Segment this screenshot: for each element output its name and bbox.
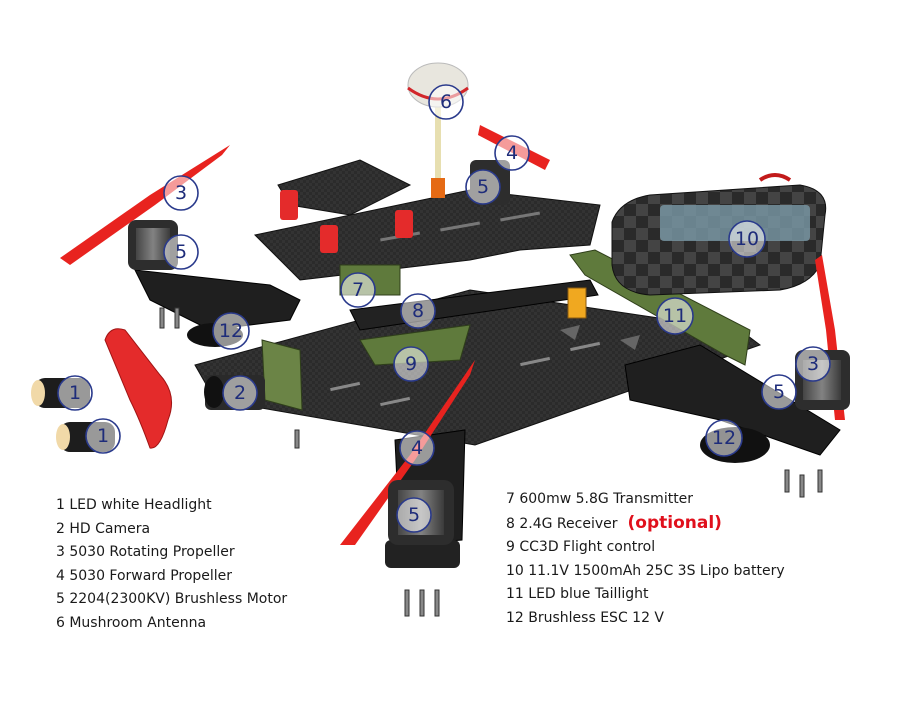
svg-text:2: 2	[234, 382, 246, 404]
bottom-plate-slots	[330, 325, 640, 407]
legend-item-6: 6 Mushroom Antenna	[56, 614, 207, 631]
svg-text:4: 4	[411, 437, 423, 459]
callout-2: 2	[222, 375, 258, 411]
receiver-standoff	[567, 287, 587, 319]
svg-text:4: 4	[506, 142, 518, 164]
arm-rear-right	[624, 344, 841, 456]
svg-text:7: 7	[352, 279, 364, 301]
svg-text:3: 3	[807, 353, 819, 375]
flight-control-board	[359, 324, 471, 366]
callout-11: 11	[656, 297, 694, 335]
callout-4a: 4	[494, 135, 530, 171]
callout-5a: 5	[163, 234, 199, 270]
hd-camera-lens	[204, 376, 224, 408]
svg-text:5: 5	[408, 504, 420, 526]
callout-5d: 5	[396, 497, 432, 533]
optional-badge: (optional)	[627, 512, 722, 533]
camera-side-board	[261, 339, 303, 411]
callout-1a: 1	[57, 375, 93, 411]
legend-item-2: 2 HD Camera	[56, 520, 151, 537]
svg-text:1: 1	[97, 425, 109, 447]
legend-item-3: 3 5030 Rotating Propeller	[56, 544, 235, 561]
rotating-propeller-left	[60, 145, 230, 265]
legend-item-1: 1 LED white Headlight	[56, 497, 212, 513]
callout-9: 9	[393, 346, 429, 382]
callout-5c: 5	[761, 374, 797, 410]
svg-text:3: 3	[175, 182, 187, 204]
svg-text:5: 5	[175, 241, 187, 263]
svg-text:11: 11	[663, 305, 687, 327]
arm-front-left	[134, 269, 301, 331]
antenna-connector	[431, 178, 445, 198]
svg-text:10: 10	[735, 228, 759, 250]
motor-mount-bottom	[385, 540, 460, 568]
svg-text:12: 12	[219, 320, 243, 342]
svg-text:12: 12	[712, 427, 736, 449]
callout-8: 8	[400, 293, 436, 329]
legend-item-4: 4 5030 Forward Propeller	[56, 567, 233, 584]
standoffs	[280, 190, 413, 253]
screws	[159, 307, 823, 617]
callout-12b: 12	[705, 419, 743, 457]
callout-3b: 3	[795, 346, 831, 382]
callout-12a: 12	[212, 312, 250, 350]
svg-text:9: 9	[405, 353, 417, 375]
callout-6: 6	[428, 84, 464, 120]
legend-item-12: 12 Brushless ESC 12 V	[506, 609, 665, 626]
callout-7: 7	[340, 272, 376, 308]
callout-3a: 3	[163, 175, 199, 211]
legend-item-8: 8 2.4G Receiver	[506, 515, 618, 532]
legend-right: 7 600mw 5.8G Transmitter 8 2.4G Receiver…	[506, 488, 785, 631]
legend-item-10: 10 11.1V 1500mAh 25C 3S Lipo battery	[506, 562, 785, 579]
svg-text:5: 5	[773, 381, 785, 403]
headlight-mount	[104, 328, 173, 449]
legend-item-7: 7 600mw 5.8G Transmitter	[506, 491, 694, 507]
callout-5b: 5	[465, 169, 501, 205]
svg-text:1: 1	[69, 382, 81, 404]
svg-text:6: 6	[440, 91, 452, 113]
svg-text:8: 8	[412, 300, 424, 322]
svg-text:5: 5	[477, 176, 489, 198]
callout-10: 10	[728, 220, 766, 258]
legend-left: 1 LED white Headlight 2 HD Camera 3 5030…	[56, 494, 287, 636]
legend-item-5: 5 2204(2300KV) Brushless Motor	[56, 591, 288, 608]
callout-4b: 4	[399, 430, 435, 466]
legend-item-11: 11 LED blue Taillight	[506, 586, 649, 603]
lipo-battery	[611, 173, 827, 296]
callout-1b: 1	[85, 418, 121, 454]
legend-item-8-row: 8 2.4G Receiver (optional)	[506, 512, 785, 537]
legend-item-9: 9 CC3D Flight control	[506, 539, 656, 556]
